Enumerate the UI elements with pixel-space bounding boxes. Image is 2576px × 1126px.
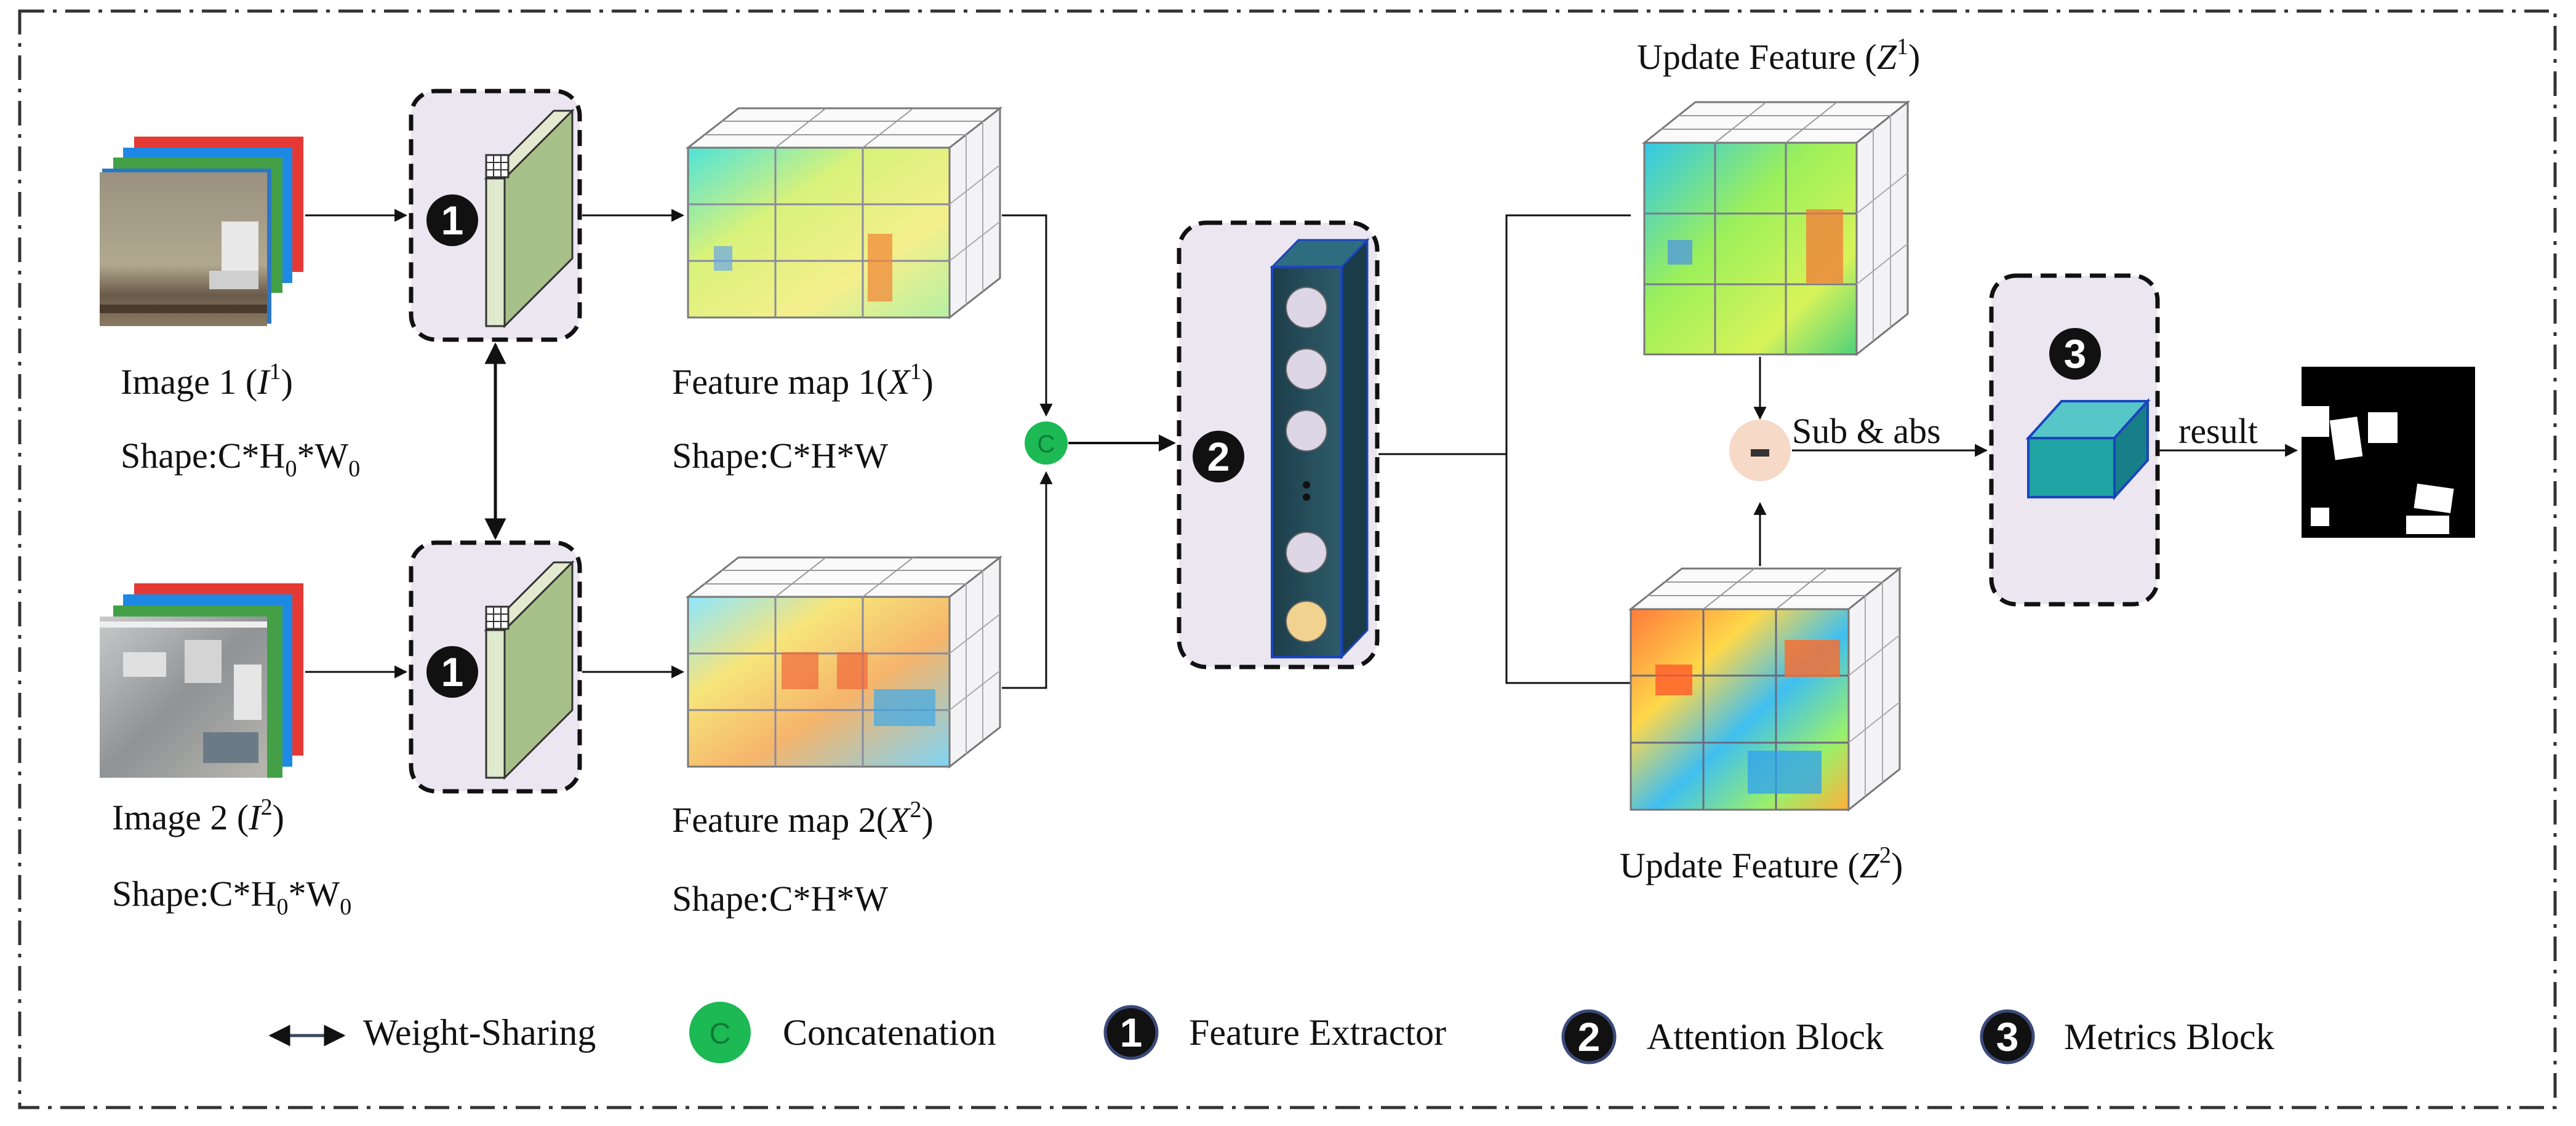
legend-metrics-block: Metrics Block: [2064, 1016, 2274, 1057]
input-image-1-label: Image 1 (I1): [121, 359, 293, 402]
svg-text:2: 2: [1578, 1014, 1601, 1060]
concat-node: C: [1025, 421, 1068, 465]
connector-to-z2: [1505, 454, 1631, 684]
result-change-map: [2302, 367, 2475, 538]
feature-map-2-label: Feature map 2(X2): [672, 797, 934, 840]
legend-concat-icon: [689, 1002, 751, 1063]
feature-extractor-2: 1: [409, 540, 582, 794]
legend-concatenation: Concatenation: [783, 1012, 996, 1053]
svg-text:Shape:C*H0*W0: Shape:C*H0*W0: [121, 436, 360, 482]
attention-block-badge: [1193, 431, 1244, 482]
legend-feature-extractor: Feature Extractor: [1189, 1012, 1446, 1053]
svg-text:1: 1: [441, 649, 464, 695]
metrics-block: 3: [1989, 273, 2160, 607]
svg-text:1: 1: [441, 198, 464, 243]
update-feature-z1-cube: [1641, 100, 1911, 357]
update-feature-z2-cube: [1628, 566, 1903, 812]
svg-text:Feature map 2(X2): Feature map 2(X2): [672, 797, 934, 840]
diagram-frame: [18, 9, 2557, 1109]
sub-abs-label: Sub & abs: [1792, 411, 1941, 451]
svg-text:Update Feature (Z2): Update Feature (Z2): [1620, 842, 1903, 885]
feature-extractor-1: 1: [409, 89, 582, 342]
feature-extractor-2-badge: [426, 646, 478, 698]
arrow-map1-to-concat: [1002, 214, 1053, 417]
svg-text:Image 2 (I2): Image 2 (I2): [112, 794, 284, 837]
feature-map-2-shape: Shape:C*H*W: [672, 879, 888, 919]
feature-map-1-label: Feature map 1(X1): [672, 359, 934, 402]
feature-map-1-cube: [685, 106, 1003, 320]
svg-text:Image 1 (I1): Image 1 (I1): [121, 359, 293, 402]
update-feature-z2-label: Update Feature (Z2): [1620, 842, 1903, 885]
svg-text:Shape:C*H0*W0: Shape:C*H0*W0: [112, 874, 351, 920]
input-image-2-shape: Shape:C*H0*W0: [112, 874, 351, 920]
svg-text:C: C: [710, 1018, 731, 1050]
connector-to-z1: [1505, 214, 1631, 454]
svg-text:Feature map 1(X1): Feature map 1(X1): [672, 359, 934, 402]
svg-text:Update Feature (Z1): Update Feature (Z1): [1637, 34, 1920, 77]
input-image-1-stack: [100, 137, 303, 326]
svg-text:1: 1: [1120, 1010, 1143, 1055]
legend-n1-icon: [1103, 1005, 1159, 1060]
svg-text:3: 3: [1996, 1014, 2019, 1060]
update-feature-z1-label: Update Feature (Z1): [1637, 34, 1920, 77]
input-image-2-stack: [100, 583, 303, 778]
legend-n2-icon: [1561, 1009, 1617, 1064]
legend-attention-block: Attention Block: [1647, 1016, 1884, 1057]
feature-map-2-cube: [685, 555, 1003, 769]
attention-block: 2: [1177, 220, 1380, 669]
subtract-node: [1729, 420, 1791, 481]
legend: Weight-Sharing C Concatenation 1 Feature…: [268, 1002, 2274, 1064]
legend-n3-icon: [1980, 1009, 2035, 1064]
result-label: result: [2178, 411, 2258, 451]
metrics-block-badge: [2049, 328, 2101, 380]
legend-weight-sharing: Weight-Sharing: [363, 1012, 596, 1053]
svg-text:2: 2: [1207, 434, 1230, 479]
arrow-map2-to-concat: [1002, 471, 1053, 689]
feature-map-1-shape: Shape:C*H*W: [672, 436, 888, 476]
input-image-1-shape: Shape:C*H0*W0: [121, 436, 360, 482]
feature-extractor-1-badge: [426, 194, 478, 246]
input-image-2-label: Image 2 (I2): [112, 794, 284, 837]
svg-text:3: 3: [2064, 331, 2087, 377]
svg-text:C: C: [1038, 431, 1055, 458]
